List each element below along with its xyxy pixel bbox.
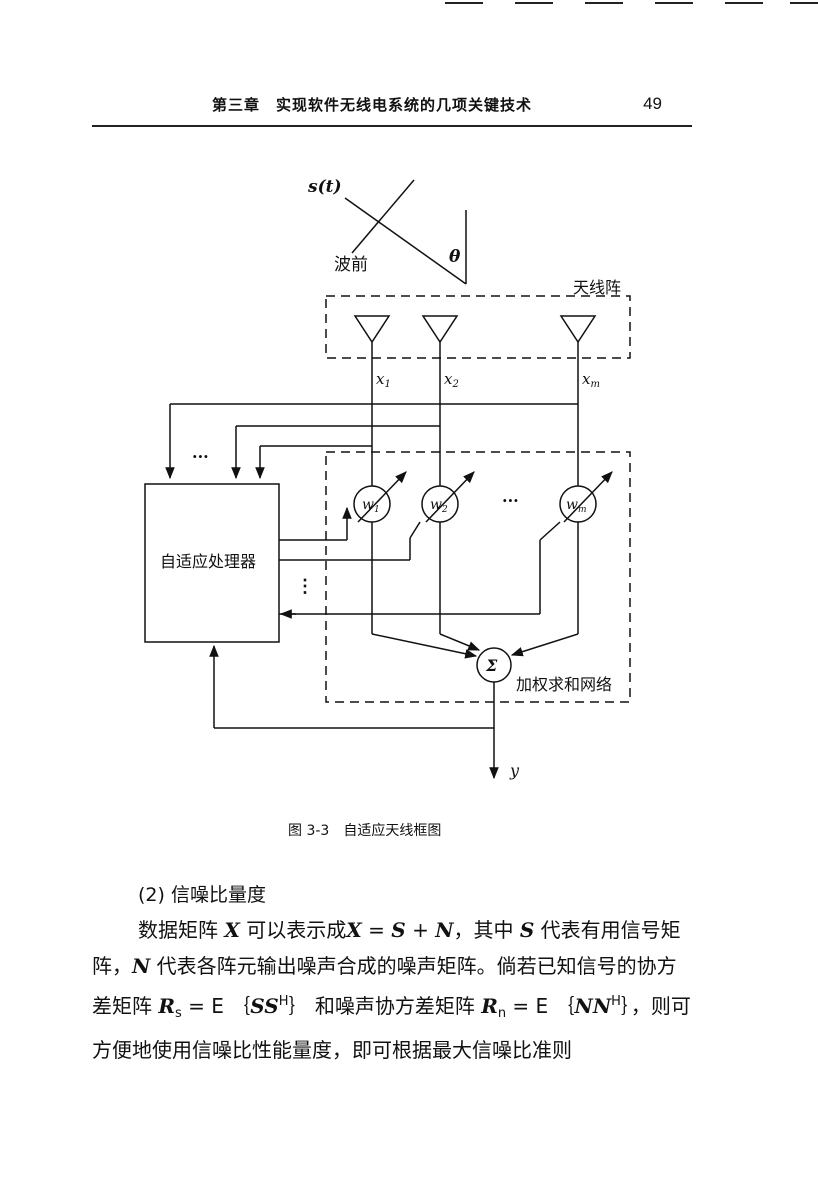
xm-label: xm: [582, 370, 600, 390]
ellipsis-weights: ···: [502, 491, 519, 510]
weighting-network-label: 加权求和网络: [516, 675, 612, 694]
weight-2-label: w2: [430, 497, 448, 515]
wavefront-label: 波前: [334, 255, 368, 275]
summation-label: Σ: [485, 656, 498, 675]
adaptive-antenna-diagram: s(t) 波前 θ 天线阵 x1 x2 xm ··· ··· ⋮ w1 w2 w…: [144, 177, 631, 780]
body-paragraph: 数据矩阵 X 可以表示成X = S + N，其中 S 代表有用信号矩阵，N 代表…: [92, 918, 691, 1062]
signal-ray: [344, 197, 467, 285]
ellipsis-vertical: ⋮: [296, 576, 314, 597]
antenna-element-m-icon: [559, 315, 597, 344]
antenna-array-label: 天线阵: [573, 278, 621, 297]
weight-1-label: w1: [362, 497, 380, 515]
header-rule: [92, 125, 692, 127]
adaptive-processor-box: [144, 483, 280, 643]
chapter-title: 第三章 实现软件无线电系统的几项关键技术: [212, 96, 533, 114]
output-label: y: [509, 761, 520, 780]
wavefront-line: [351, 179, 415, 254]
angle-label: θ: [449, 247, 461, 267]
x2-label: x2: [444, 370, 459, 390]
antenna-element-1-icon: [353, 315, 391, 344]
section-heading: (2) 信噪比量度: [138, 884, 266, 906]
matrix-x: X: [224, 918, 240, 942]
x1-label: x1: [376, 370, 391, 390]
ellipsis-top: ···: [192, 447, 209, 466]
signal-label: s(t): [307, 177, 342, 197]
antenna-element-2-icon: [421, 315, 459, 344]
page-number: 49: [643, 94, 662, 113]
top-scan-marks: [0, 0, 818, 8]
weighting-network-box: [325, 451, 631, 703]
weight-m-label: wm: [566, 497, 587, 515]
adaptive-processor-label: 自适应处理器: [160, 552, 256, 571]
antenna-array-box: [325, 295, 631, 359]
page-header: 第三章 实现软件无线电系统的几项关键技术 49: [92, 92, 692, 122]
figure-caption: 图 3-3 自适应天线框图: [288, 823, 442, 839]
